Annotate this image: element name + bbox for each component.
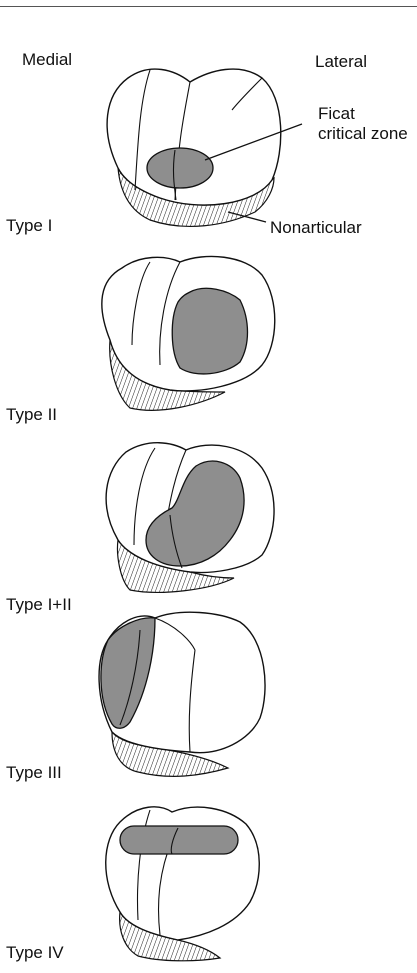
lesion-area [120, 826, 238, 854]
type-iv-figure [106, 807, 260, 961]
ficat-critical-zone-lesion [147, 148, 213, 188]
type-iii-figure [99, 612, 265, 776]
type-i-ii-figure [106, 443, 274, 593]
type-i-figure [107, 69, 302, 226]
type-ii-figure [102, 256, 275, 410]
lesion-area [172, 288, 247, 374]
